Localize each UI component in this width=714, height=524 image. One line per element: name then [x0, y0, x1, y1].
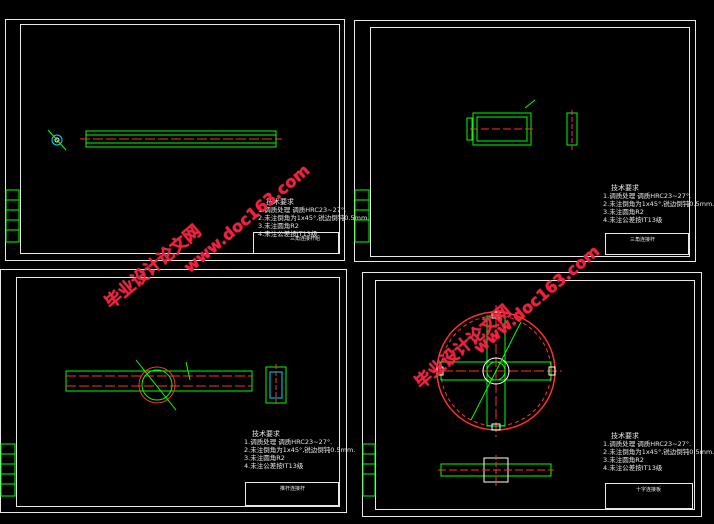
- tech-item: 1.调质处理 调质HRC23~27°.: [603, 192, 692, 200]
- tech-item: 2.未注倒角为1x45°,锐边倒钝0.5mm.: [603, 200, 714, 208]
- cross-plate-part-4: [430, 305, 562, 486]
- title-block-name: 三角连接杆组: [290, 236, 321, 242]
- title-block-name: 推杆连接杆: [280, 486, 306, 492]
- drawing-frame: [370, 27, 690, 257]
- drawing-sheet-1: 技术要求 1.调质处理 调质HRC23~27°. 2.未注倒角为1x45°,锐边…: [5, 19, 369, 261]
- title-block: 推杆连接杆: [245, 482, 339, 506]
- tech-item: 3.未注圆角R2: [258, 222, 299, 230]
- tech-item: 4.未注公差按IT13级: [603, 216, 663, 224]
- tech-item: 2.未注倒角为1x45°,锐边倒钝0.5mm.: [244, 446, 356, 454]
- drawing-frame: [16, 277, 340, 507]
- tech-item: 4.未注公差按IT13级: [244, 462, 304, 470]
- tech-item: 2.未注倒角为1x45°,锐边倒钝0.5mm.: [258, 214, 370, 222]
- drawing-sheet-3: 技术要求 1.调质处理 调质HRC23~27°. 2.未注倒角为1x45°,锐边…: [0, 269, 355, 513]
- technical-requirements: 技术要求 1.调质处理 调质HRC23~27°. 2.未注倒角为1x45°,锐边…: [603, 184, 714, 224]
- tech-item: 3.未注圆角R2: [603, 456, 644, 464]
- title-block-name: 十字连接板: [636, 487, 662, 493]
- title-block: 三角连接杆: [605, 233, 689, 255]
- title-block: 十字连接板: [605, 483, 693, 509]
- tech-item: 1.调质处理 调质HRC23~27°.: [258, 206, 347, 214]
- tech-item: 1.调质处理 调质HRC23~27°.: [244, 438, 333, 446]
- technical-requirements: 技术要求 1.调质处理 调质HRC23~27°. 2.未注倒角为1x45°,锐边…: [603, 432, 714, 472]
- drawing-sheet-4: 技术要求 1.调质处理 调质HRC23~27°. 2.未注倒角为1x45°,锐边…: [362, 272, 714, 517]
- drawing-frame: [375, 280, 695, 510]
- tech-item: 4.未注公差按IT13级: [258, 230, 318, 238]
- left-title-strip: [0, 189, 376, 497]
- tech-item: 1.调质处理 调质HRC23~27°.: [603, 440, 692, 448]
- tech-title: 技术要求: [611, 184, 639, 192]
- drawing-frame: [20, 24, 340, 254]
- short-part-2: [466, 99, 578, 150]
- technical-requirements: 技术要求 1.调质处理 调质HRC23~27°. 2.未注倒角为1x45°,锐边…: [258, 198, 369, 238]
- ring-rod-part-3: [65, 359, 287, 411]
- rod-part-1: [47, 129, 282, 151]
- tech-item: 4.未注公差按IT13级: [603, 464, 663, 472]
- tech-title: 技术要求: [266, 198, 294, 206]
- tech-item: 3.未注圆角R2: [603, 208, 644, 216]
- technical-requirements: 技术要求 1.调质处理 调质HRC23~27°. 2.未注倒角为1x45°,锐边…: [244, 430, 355, 470]
- title-block-name: 三角连接杆: [630, 237, 656, 243]
- tech-item: 3.未注圆角R2: [244, 454, 285, 462]
- tech-title: 技术要求: [252, 430, 280, 438]
- tech-item: 2.未注倒角为1x45°,锐边倒钝0.5mm.: [603, 448, 714, 456]
- title-block: 三角连接杆组: [253, 232, 339, 254]
- tech-title: 技术要求: [611, 432, 639, 440]
- drawing-sheet-2: 技术要求 1.调质处理 调质HRC23~27°. 2.未注倒角为1x45°,锐边…: [354, 20, 714, 262]
